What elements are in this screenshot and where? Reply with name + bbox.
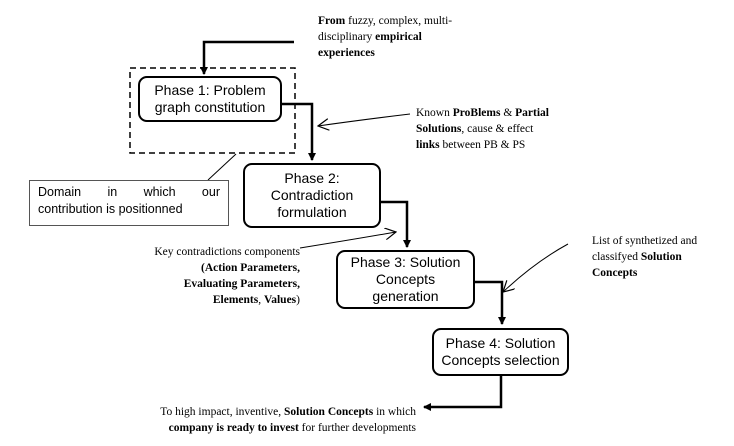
phase-2-box: Phase 2: Contradiction formulation xyxy=(243,163,381,228)
domain-box: Domain in which our contribution is posi… xyxy=(29,180,229,226)
note-output-b1: Solution Concepts xyxy=(284,406,374,418)
arrow-phase1-to-phase2 xyxy=(280,102,316,161)
phase-1-line1: Phase 1: Problem xyxy=(154,82,266,98)
phase-4-box: Phase 4: Solution Concepts selection xyxy=(432,328,569,376)
note-input-t2: disciplinary xyxy=(318,31,376,43)
note-output: To high impact, inventive, Solution Conc… xyxy=(104,404,416,436)
phase-2-line2: Contradiction xyxy=(270,187,354,203)
note-synth-t1: List of synthetized and xyxy=(592,235,698,247)
note-synth-b2: Concepts xyxy=(592,267,638,279)
pointer-contradictions xyxy=(299,232,396,249)
note-solution-concepts: List of synthetized and classifyed Solut… xyxy=(592,233,732,281)
note-input-b1: From xyxy=(318,15,346,27)
note-contr-b1: (Action Parameters, xyxy=(201,262,300,274)
note-output-t3: for further developments xyxy=(298,422,416,434)
pointer-domain-box xyxy=(207,153,237,181)
phase-2-line1: Phase 2: xyxy=(284,170,340,186)
pointer-solution-concepts xyxy=(503,243,569,292)
note-known-b2: Partial xyxy=(515,107,550,119)
note-known-b3: Solutions xyxy=(416,123,462,135)
note-synth-t2: classifyed xyxy=(592,251,641,263)
input-arrow xyxy=(200,40,294,75)
note-contr-t1: Key contradictions components xyxy=(154,246,300,258)
note-input-b2: empirical xyxy=(375,31,422,43)
note-known-t4: between PB & PS xyxy=(439,139,526,151)
note-input-t1: fuzzy, complex, multi- xyxy=(345,15,453,27)
phase-1-box: Phase 1: Problem graph constitution xyxy=(138,76,282,122)
phase-1-line2: graph constitution xyxy=(154,99,266,115)
arrow-phase3-to-phase4 xyxy=(473,280,506,325)
output-arrow xyxy=(423,376,503,411)
phase-3-line1: Phase 3: Solution xyxy=(350,254,461,270)
note-known-b4: links xyxy=(416,139,440,151)
pointer-known-problems xyxy=(318,113,411,126)
domain-dashed-boundary xyxy=(129,67,296,154)
note-contr-b3: Elements xyxy=(212,294,259,306)
domain-line1: Domain in which our xyxy=(38,185,220,199)
arrow-phase2-to-phase3 xyxy=(380,200,411,248)
note-known-b1: ProBlems xyxy=(452,107,501,119)
note-known-problems: Known ProBlems & Partial Solutions, caus… xyxy=(416,105,606,153)
phase-4-line1: Phase 4: Solution xyxy=(445,335,556,351)
note-contr-b2: Evaluating Parameters, xyxy=(183,278,300,290)
note-known-t3: , cause & effect xyxy=(461,123,534,135)
note-synth-b1: Solution xyxy=(640,251,682,263)
phase-2-line3: formulation xyxy=(277,204,347,220)
phase-4-line2: Concepts selection xyxy=(441,352,560,368)
note-output-b2: company is ready to invest xyxy=(168,422,299,434)
note-output-t2: in which xyxy=(373,406,416,418)
phase-3-line3: generation xyxy=(372,288,439,304)
note-known-t2: & xyxy=(500,107,516,119)
note-output-t1: To high impact, inventive, xyxy=(160,406,285,418)
note-input-b3: experiences xyxy=(318,47,375,59)
note-contr-b4: Values xyxy=(263,294,297,306)
note-contr-t2: , xyxy=(258,294,264,306)
phase-3-line2: Concepts xyxy=(375,271,436,287)
note-contr-t3: ) xyxy=(296,294,300,306)
note-known-t1: Known xyxy=(416,107,453,119)
note-contradictions: Key contradictions components (Action Pa… xyxy=(110,244,300,308)
phase-3-box: Phase 3: Solution Concepts generation xyxy=(336,250,475,309)
domain-line2: contribution is positionned xyxy=(38,202,183,216)
note-input-experiences: From fuzzy, complex, multi- disciplinary… xyxy=(318,13,488,61)
